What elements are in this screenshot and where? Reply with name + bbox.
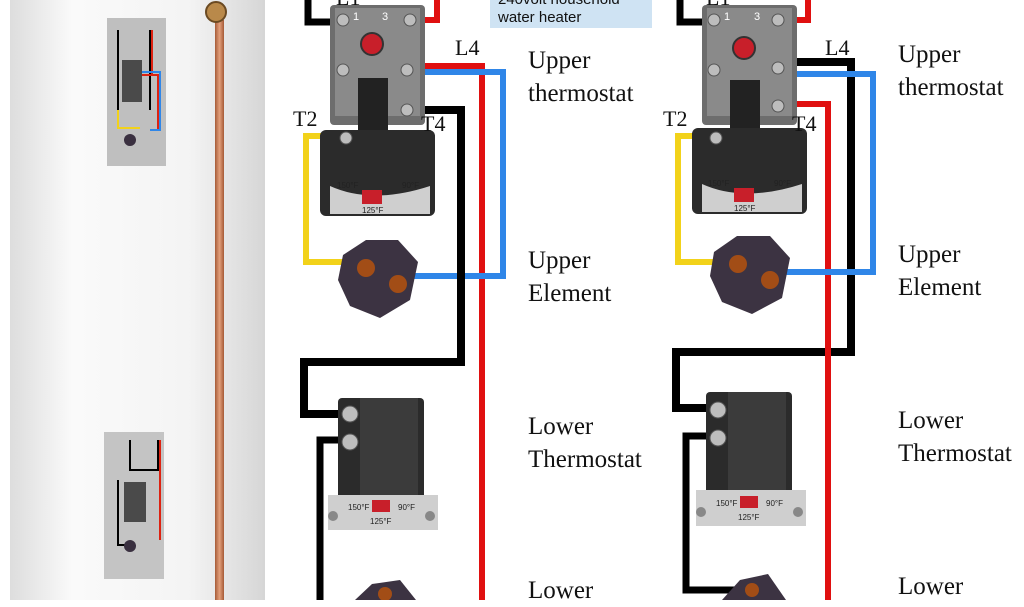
wire-black-l4-r [672,58,855,412]
lower-thermo-face-right: 90°F [398,503,415,512]
upper-access-panel [107,18,166,166]
wire-black-t4 [300,106,465,418]
terminal-label-3: 3 [382,11,388,23]
terminal-t4-left: T4 [421,111,446,136]
label-lower-thermostat-right: Lower Thermostat [898,404,1012,470]
terminal-l1-right: L1 [706,0,730,10]
thermo-face-top-r: 150°F [708,179,730,188]
label-lower-thermostat-line1: Lower [528,413,594,440]
wire-red-l4 [410,63,485,600]
label-upper-thermostat-left: Upper thermostat [528,44,634,110]
info-note: 240volt household water heater [490,0,652,28]
label-upper-element-left: Upper Element [528,244,611,310]
label-upper-element-r-line1: Upper [898,241,961,268]
label-lower-thermostat-r-line2: Thermostat [898,440,1012,467]
terminal-l4-left: L4 [455,35,480,60]
label-lower-thermostat-r-line1: Lower [898,407,964,434]
label-upper-thermostat-right: Upper thermostat [898,38,1004,104]
note-line-2: water heater [498,9,582,26]
lower-thermo-face-top: 150°F [348,503,370,512]
upper-element-right [710,236,790,314]
pipe-fitting [205,1,227,23]
terminal-l4-right: L4 [825,35,850,60]
lower-element-left [355,580,416,600]
label-lower-thermostat-line2: Thermostat [528,446,642,473]
thermo-face-right: 90°F [402,181,419,190]
lower-thermo-face-right-r: 90°F [766,499,783,508]
terminal-label-3-r: 3 [754,11,760,23]
wire-black-supply-r [676,0,702,26]
note-line-1: 240volt household [498,0,644,9]
lower-thermo-face-mid: 125°F [370,517,392,526]
label-upper-element-line2: Element [528,280,612,307]
wire-black-lower [316,436,345,600]
label-lower-element-left: Lower [528,574,593,607]
upper-element-left [338,240,418,318]
lower-element-right [722,574,786,600]
diagram-left: 1 3 150°F 90°F 125°F 150°F 90°F 125°F [270,0,506,600]
lower-thermostat-left [328,398,438,530]
label-lower-thermostat-left: Lower Thermostat [528,410,642,476]
copper-pipe [215,20,224,600]
thermo-face-top: 150°F [337,181,359,190]
diagram-right: 1 3 150°F 90°F 125°F 150°F 90°F 125°F [672,0,876,600]
thermo-face-mid: 125°F [362,206,384,215]
label-upper-thermostat-line2: thermostat [528,80,634,107]
terminal-t4-right: T4 [792,111,817,136]
water-heater-photo [0,0,265,600]
thermo-face-right-r: 90°F [774,179,791,188]
label-upper-thermostat-r-line1: Upper [898,41,961,68]
lower-thermo-face-top-r: 150°F [716,499,738,508]
wire-black-supply [304,0,330,26]
upper-thermostat-left [320,5,435,216]
terminal-label-1-r: 1 [724,11,730,23]
thermo-face-mid-r: 125°F [734,204,756,213]
upper-thermostat-right [692,5,807,214]
terminal-t2-left: T2 [293,106,318,131]
label-upper-element-r-line2: Element [898,274,982,301]
wire-black-lower-r [682,432,744,594]
label-lower-element-line1: Lower [528,577,594,604]
heater-shadow [0,0,10,600]
terminal-label-1: 1 [353,11,359,23]
label-upper-thermostat-line1: Upper [528,47,591,74]
label-upper-element-line1: Upper [528,247,591,274]
label-upper-element-right: Upper Element [898,238,981,304]
terminal-l1-left: L1 [336,0,360,10]
label-upper-thermostat-r-line2: thermostat [898,74,1004,101]
lower-thermostat-right [696,392,806,526]
lower-thermo-face-mid-r: 125°F [738,513,760,522]
label-lower-element-right: Lower [898,570,963,603]
lower-access-panel [104,432,164,579]
terminal-t2-right: T2 [663,106,688,131]
wire-blue [404,69,506,279]
label-lower-element-r-line1: Lower [898,573,964,600]
wire-blue-r [774,71,876,275]
